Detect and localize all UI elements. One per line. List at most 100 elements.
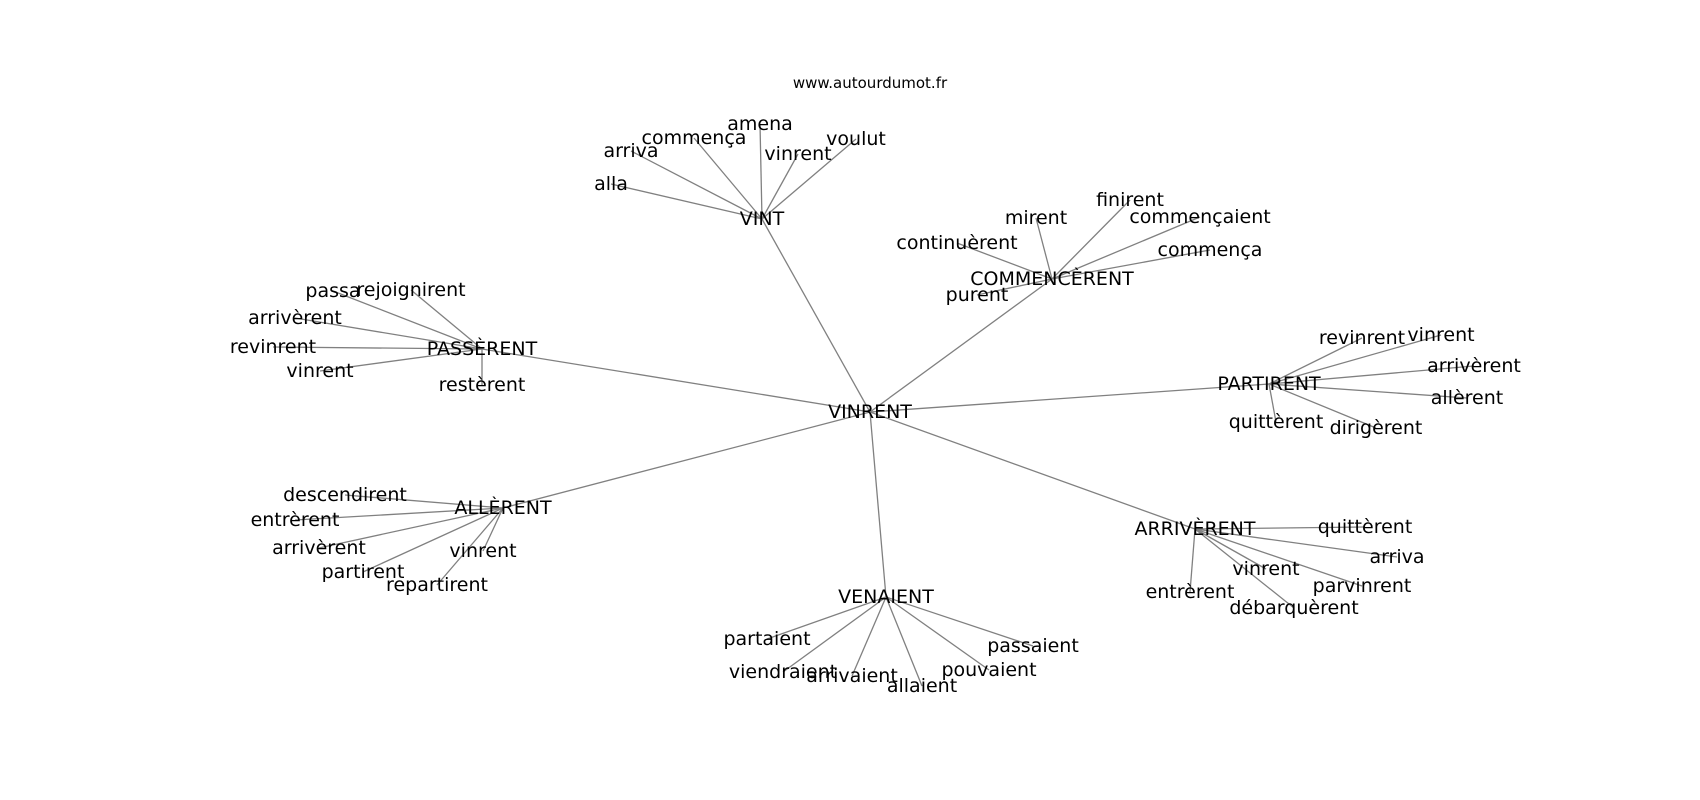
leaf-node[interactable]: commençaient — [1129, 206, 1270, 228]
edge-hub-leaf — [319, 348, 483, 372]
leaf-node[interactable]: vinrent — [1407, 324, 1474, 346]
edge-center-hub — [869, 383, 1270, 413]
edge-hub-leaf — [630, 150, 763, 220]
edge-hub-leaf — [1189, 528, 1196, 593]
leaf-node[interactable]: restèrent — [439, 374, 526, 396]
edge-hub-leaf — [956, 242, 1053, 280]
leaf-node[interactable]: vinrent — [286, 360, 353, 382]
edge-hub-leaf — [272, 346, 483, 350]
leaf-node[interactable]: partirent — [322, 561, 405, 583]
leaf-node[interactable]: purent — [946, 284, 1009, 306]
edge-hub-leaf — [1051, 216, 1201, 280]
edge-hub-leaf — [1194, 526, 1366, 530]
leaf-node[interactable]: passa — [305, 280, 360, 302]
edge-hub-leaf — [1268, 365, 1475, 385]
edge-hub-leaf — [318, 507, 504, 549]
edge-hub-leaf — [1268, 383, 1377, 429]
edge-hub-leaf — [1268, 337, 1363, 385]
edge-hub-leaf — [1194, 528, 1267, 570]
leaf-node[interactable]: descendirent — [283, 484, 407, 506]
leaf-node[interactable]: mirent — [1005, 207, 1067, 229]
hub-node[interactable]: COMMENCÈRENT — [970, 267, 1134, 290]
edge-hub-leaf — [885, 596, 923, 687]
leaf-node[interactable]: débarquèrent — [1229, 597, 1358, 619]
leaf-node[interactable]: arrivèrent — [248, 307, 342, 329]
edge-hub-leaf — [482, 507, 504, 552]
leaf-node[interactable]: commença — [642, 127, 747, 149]
edge-hub-leaf — [761, 138, 857, 220]
edge-hub-leaf — [410, 289, 483, 350]
edge-hub-leaf — [1194, 528, 1295, 609]
leaf-node[interactable]: arrivaient — [806, 665, 898, 687]
leaf-node[interactable]: quittèrent — [1229, 411, 1324, 433]
hub-node[interactable]: VINT — [740, 208, 785, 230]
hub-node[interactable]: PASSÈRENT — [427, 337, 538, 360]
edge-hub-leaf — [976, 278, 1053, 296]
edge-hub-leaf — [1268, 383, 1277, 423]
leaf-node[interactable]: vinrent — [449, 540, 516, 562]
source-label: www.autourdumot.fr — [793, 74, 948, 92]
leaf-node[interactable]: allèrent — [1431, 387, 1503, 409]
edge-hub-leaf — [1051, 249, 1211, 280]
edge-center-hub — [761, 218, 871, 413]
leaf-node[interactable]: allaient — [887, 675, 957, 697]
edge-hub-leaf — [761, 153, 799, 220]
edge-center-hub — [869, 411, 1196, 530]
edge-hub-leaf — [759, 123, 763, 220]
leaf-node[interactable]: arrivèrent — [272, 537, 366, 559]
edge-hub-leaf — [344, 494, 504, 509]
edge-hub-leaf — [1035, 217, 1053, 280]
edge-hub-leaf — [362, 507, 504, 573]
leaf-node[interactable]: passaient — [987, 635, 1079, 657]
edge-hub-leaf — [610, 183, 763, 220]
edge-center-hub — [502, 411, 871, 509]
leaf-node[interactable]: amena — [727, 113, 793, 135]
edge-hub-leaf — [1194, 528, 1398, 558]
edge-hub-leaf — [885, 596, 990, 671]
graph-edges — [272, 123, 1475, 687]
edge-hub-leaf — [782, 596, 887, 673]
edge-hub-leaf — [1268, 383, 1468, 399]
leaf-node[interactable]: quittèrent — [1318, 516, 1413, 538]
edge-hub-leaf — [885, 596, 1034, 647]
leaf-node[interactable]: vinrent — [1232, 558, 1299, 580]
leaf-node[interactable]: dirigèrent — [1330, 417, 1423, 439]
leaf-node[interactable]: rejoignirent — [356, 279, 465, 301]
leaf-node[interactable]: continuèrent — [896, 232, 1017, 254]
edge-center-hub — [869, 411, 887, 598]
leaf-node[interactable]: vinrent — [764, 143, 831, 165]
hub-node[interactable]: VENAIENT — [838, 586, 934, 608]
hub-node[interactable]: ALLÈRENT — [454, 496, 552, 519]
leaf-node[interactable]: alla — [594, 173, 628, 195]
edge-hub-leaf — [693, 137, 763, 220]
leaf-node[interactable]: voulut — [826, 128, 886, 150]
leaf-node[interactable]: partaient — [723, 628, 810, 650]
leaf-node[interactable]: finirent — [1096, 189, 1164, 211]
leaf-node[interactable]: pouvaient — [941, 659, 1036, 681]
leaf-node[interactable]: revinrent — [230, 336, 316, 358]
leaf-node[interactable]: commença — [1158, 239, 1263, 261]
edge-hub-leaf — [294, 507, 504, 521]
leaf-node[interactable]: entrèrent — [251, 509, 340, 531]
edge-hub-leaf — [1194, 528, 1363, 587]
hub-node[interactable]: ARRIVÈRENT — [1134, 517, 1255, 540]
leaf-node[interactable]: viendraient — [729, 661, 837, 683]
edge-center-hub — [869, 278, 1053, 413]
leaf-node[interactable]: arrivèrent — [1427, 355, 1521, 377]
center-node[interactable]: VINRENT — [828, 401, 912, 423]
graph-labels: VINRENTVINTallaarrivacommençaamenavinren… — [230, 113, 1521, 697]
edge-hub-leaf — [332, 290, 483, 350]
leaf-node[interactable]: repartirent — [386, 574, 488, 596]
edge-hub-leaf — [1051, 199, 1131, 280]
hub-node[interactable]: PARTIRENT — [1217, 373, 1321, 395]
edge-hub-leaf — [436, 507, 504, 586]
leaf-node[interactable]: entrèrent — [1146, 581, 1235, 603]
edge-center-hub — [481, 348, 871, 413]
edge-hub-leaf — [766, 596, 887, 640]
leaf-node[interactable]: arriva — [1369, 546, 1424, 568]
leaf-node[interactable]: arriva — [603, 140, 658, 162]
edge-hub-leaf — [1268, 334, 1442, 385]
leaf-node[interactable]: parvinrent — [1313, 575, 1412, 597]
leaf-node[interactable]: revinrent — [1319, 327, 1405, 349]
